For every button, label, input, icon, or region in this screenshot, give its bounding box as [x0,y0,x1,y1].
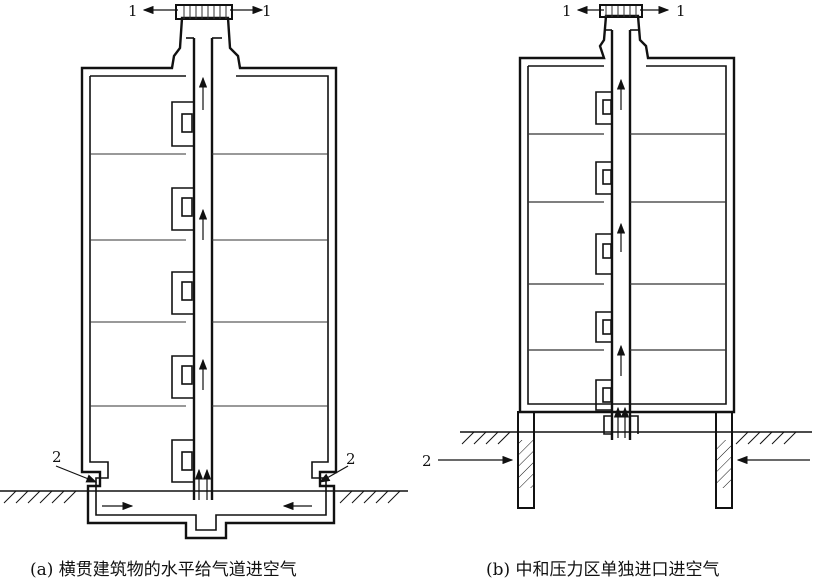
ground-b [460,431,812,445]
ground-a [0,490,408,504]
diagram-b: 1 1 2 (b) 中和压力区单独进口进空气 [422,2,812,580]
shaft-airflow-b [613,78,630,438]
foundation-walls-b [517,411,733,509]
label-2-left-a: 2 [52,448,62,466]
central-shaft-a [186,37,222,500]
label-1-left-b: 1 [562,2,572,20]
floor-slabs-a [90,153,328,407]
label-2-b: 2 [422,452,432,470]
intake-arrows-a [55,465,349,483]
inner-wall-b [527,65,727,405]
shaft-openings-b [595,91,612,411]
label-1-right-a: 1 [262,2,272,20]
label-1-right-b: 1 [676,2,686,20]
shaft-airflow-a [194,76,212,500]
floor-slabs-b [528,133,726,351]
central-shaft-b [604,29,640,440]
shaft-bottom-b [603,415,639,435]
caption-a: (a) 横贯建筑物的水平给气道进空气 [30,560,297,580]
chimney-cap-b [599,4,643,18]
chimney-cap-a [175,4,233,20]
label-2-right-a: 2 [346,450,356,468]
shaft-openings-a [171,101,194,483]
diagram-a: 1 1 2 2 (a) 横贯建筑物的水平给气道进空气 [0,2,408,580]
caption-b: (b) 中和压力区单独进口进空气 [486,560,720,580]
inner-wall-a [89,75,329,531]
label-1-left-a: 1 [128,2,138,20]
building-envelope-b [518,14,736,414]
building-envelope-a [80,16,338,540]
